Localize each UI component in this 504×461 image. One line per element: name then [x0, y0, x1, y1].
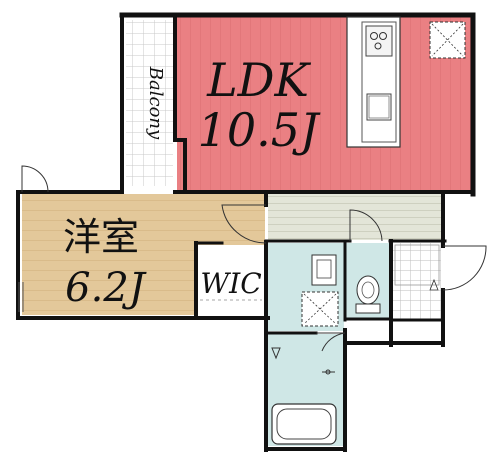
stove-icon — [365, 25, 393, 57]
washroom-door-swing — [349, 209, 383, 242]
western-room-name-label: 洋室 — [63, 215, 139, 259]
doors — [21, 165, 487, 352]
wic-label: WIC — [200, 267, 261, 300]
balcony-label: Balcony — [145, 66, 166, 140]
balcony-floor — [126, 20, 173, 186]
entrance-door-swing — [442, 245, 487, 291]
shower-icon — [322, 369, 335, 375]
kitchen-counter — [346, 16, 401, 148]
ldk-name-label: LDK — [206, 53, 311, 107]
toilet-icon — [355, 275, 381, 314]
sink-icon — [366, 93, 392, 121]
windows — [18, 282, 24, 312]
washing-machine-space-icon — [301, 291, 339, 327]
bathtub-icon — [271, 403, 337, 445]
ldk-size-label: 10.5J — [198, 103, 321, 157]
western-room-size-label: 6.2J — [65, 265, 147, 311]
shoe-cabinet-icon — [394, 244, 440, 291]
washroom-marker-icon — [271, 347, 281, 360]
ldk-floor — [177, 17, 471, 192]
bath-door-swing — [316, 332, 346, 352]
western-door-swing — [221, 204, 267, 244]
refrigerator-space-icon — [429, 21, 466, 59]
wic-floor — [197, 245, 265, 315]
vanity-icon — [311, 254, 337, 286]
hall-floor — [268, 194, 441, 240]
western-exterior-door-swing — [21, 165, 49, 193]
walls — [16, 12, 476, 452]
